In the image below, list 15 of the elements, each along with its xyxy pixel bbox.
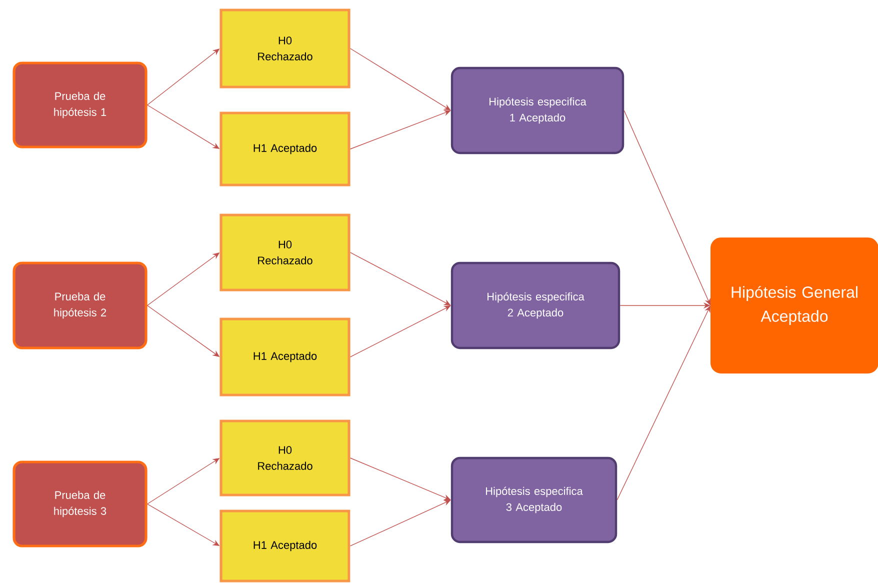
hypothesis-box: Hipótesis especifica 3 Aceptado bbox=[450, 456, 618, 544]
hypothesis-box: Hipótesis especifica 1 Aceptado bbox=[450, 66, 624, 154]
result-box: H1 Aceptado bbox=[220, 510, 350, 582]
result-box: H0 Rechazado bbox=[220, 8, 350, 88]
arrow bbox=[624, 110, 710, 306]
result-box: H0 Rechazado bbox=[220, 214, 350, 292]
arrow bbox=[616, 306, 710, 500]
test-box: Prueba de hipótesis 2 bbox=[12, 262, 148, 350]
result-box: H0 Rechazado bbox=[220, 420, 350, 496]
result-box: H1 Aceptado bbox=[220, 318, 350, 396]
result-box: H1 Aceptado bbox=[220, 112, 350, 186]
general-hypothesis-box: Hipótesis General Aceptado bbox=[710, 238, 878, 374]
test-box: Prueba de hipótesis 1 bbox=[12, 62, 148, 148]
hypothesis-box: Hipótesis especifica 2 Aceptado bbox=[450, 262, 620, 350]
test-box: Prueba de hipótesis 3 bbox=[12, 460, 148, 548]
